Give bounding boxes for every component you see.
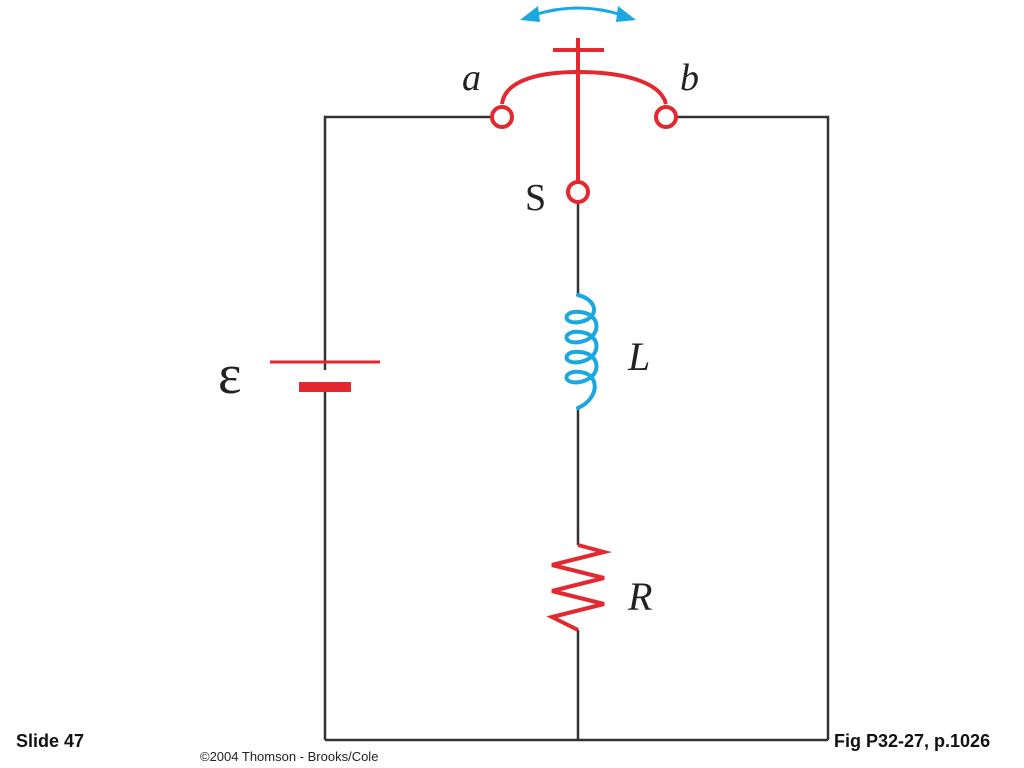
inductor-coil xyxy=(564,293,599,410)
arrow-head-left xyxy=(520,6,540,22)
figure-reference: Fig P32-27, p.1026 xyxy=(834,731,991,751)
switch-arc-left xyxy=(500,70,579,105)
inductor xyxy=(564,293,599,410)
emf-label: ε xyxy=(218,344,242,406)
switch xyxy=(490,38,678,204)
resistor xyxy=(546,543,612,632)
slide-number: Slide 47 xyxy=(16,731,85,751)
resistor-zigzag xyxy=(546,543,612,632)
switch-arc-right xyxy=(577,70,668,105)
terminal-b-contact xyxy=(654,105,678,129)
arrow-curve xyxy=(533,6,623,17)
inductor-label: L xyxy=(627,334,650,379)
battery xyxy=(270,360,380,392)
resistor-label: R xyxy=(627,574,652,619)
wires xyxy=(323,115,830,742)
battery-short-plate xyxy=(299,382,351,392)
left-wire xyxy=(323,115,492,370)
switch-label: S xyxy=(525,177,546,219)
terminal-a-contact xyxy=(490,105,514,129)
arrow-head-right xyxy=(616,6,636,22)
switch-pivot xyxy=(566,180,590,204)
right-wire xyxy=(676,115,830,740)
copyright-notice: ©2004 Thomson - Brooks/Cole xyxy=(200,749,379,764)
switch-motion-arrow xyxy=(520,6,636,22)
terminal-a-label: a xyxy=(462,57,481,99)
terminal-b-label: b xyxy=(680,57,699,99)
